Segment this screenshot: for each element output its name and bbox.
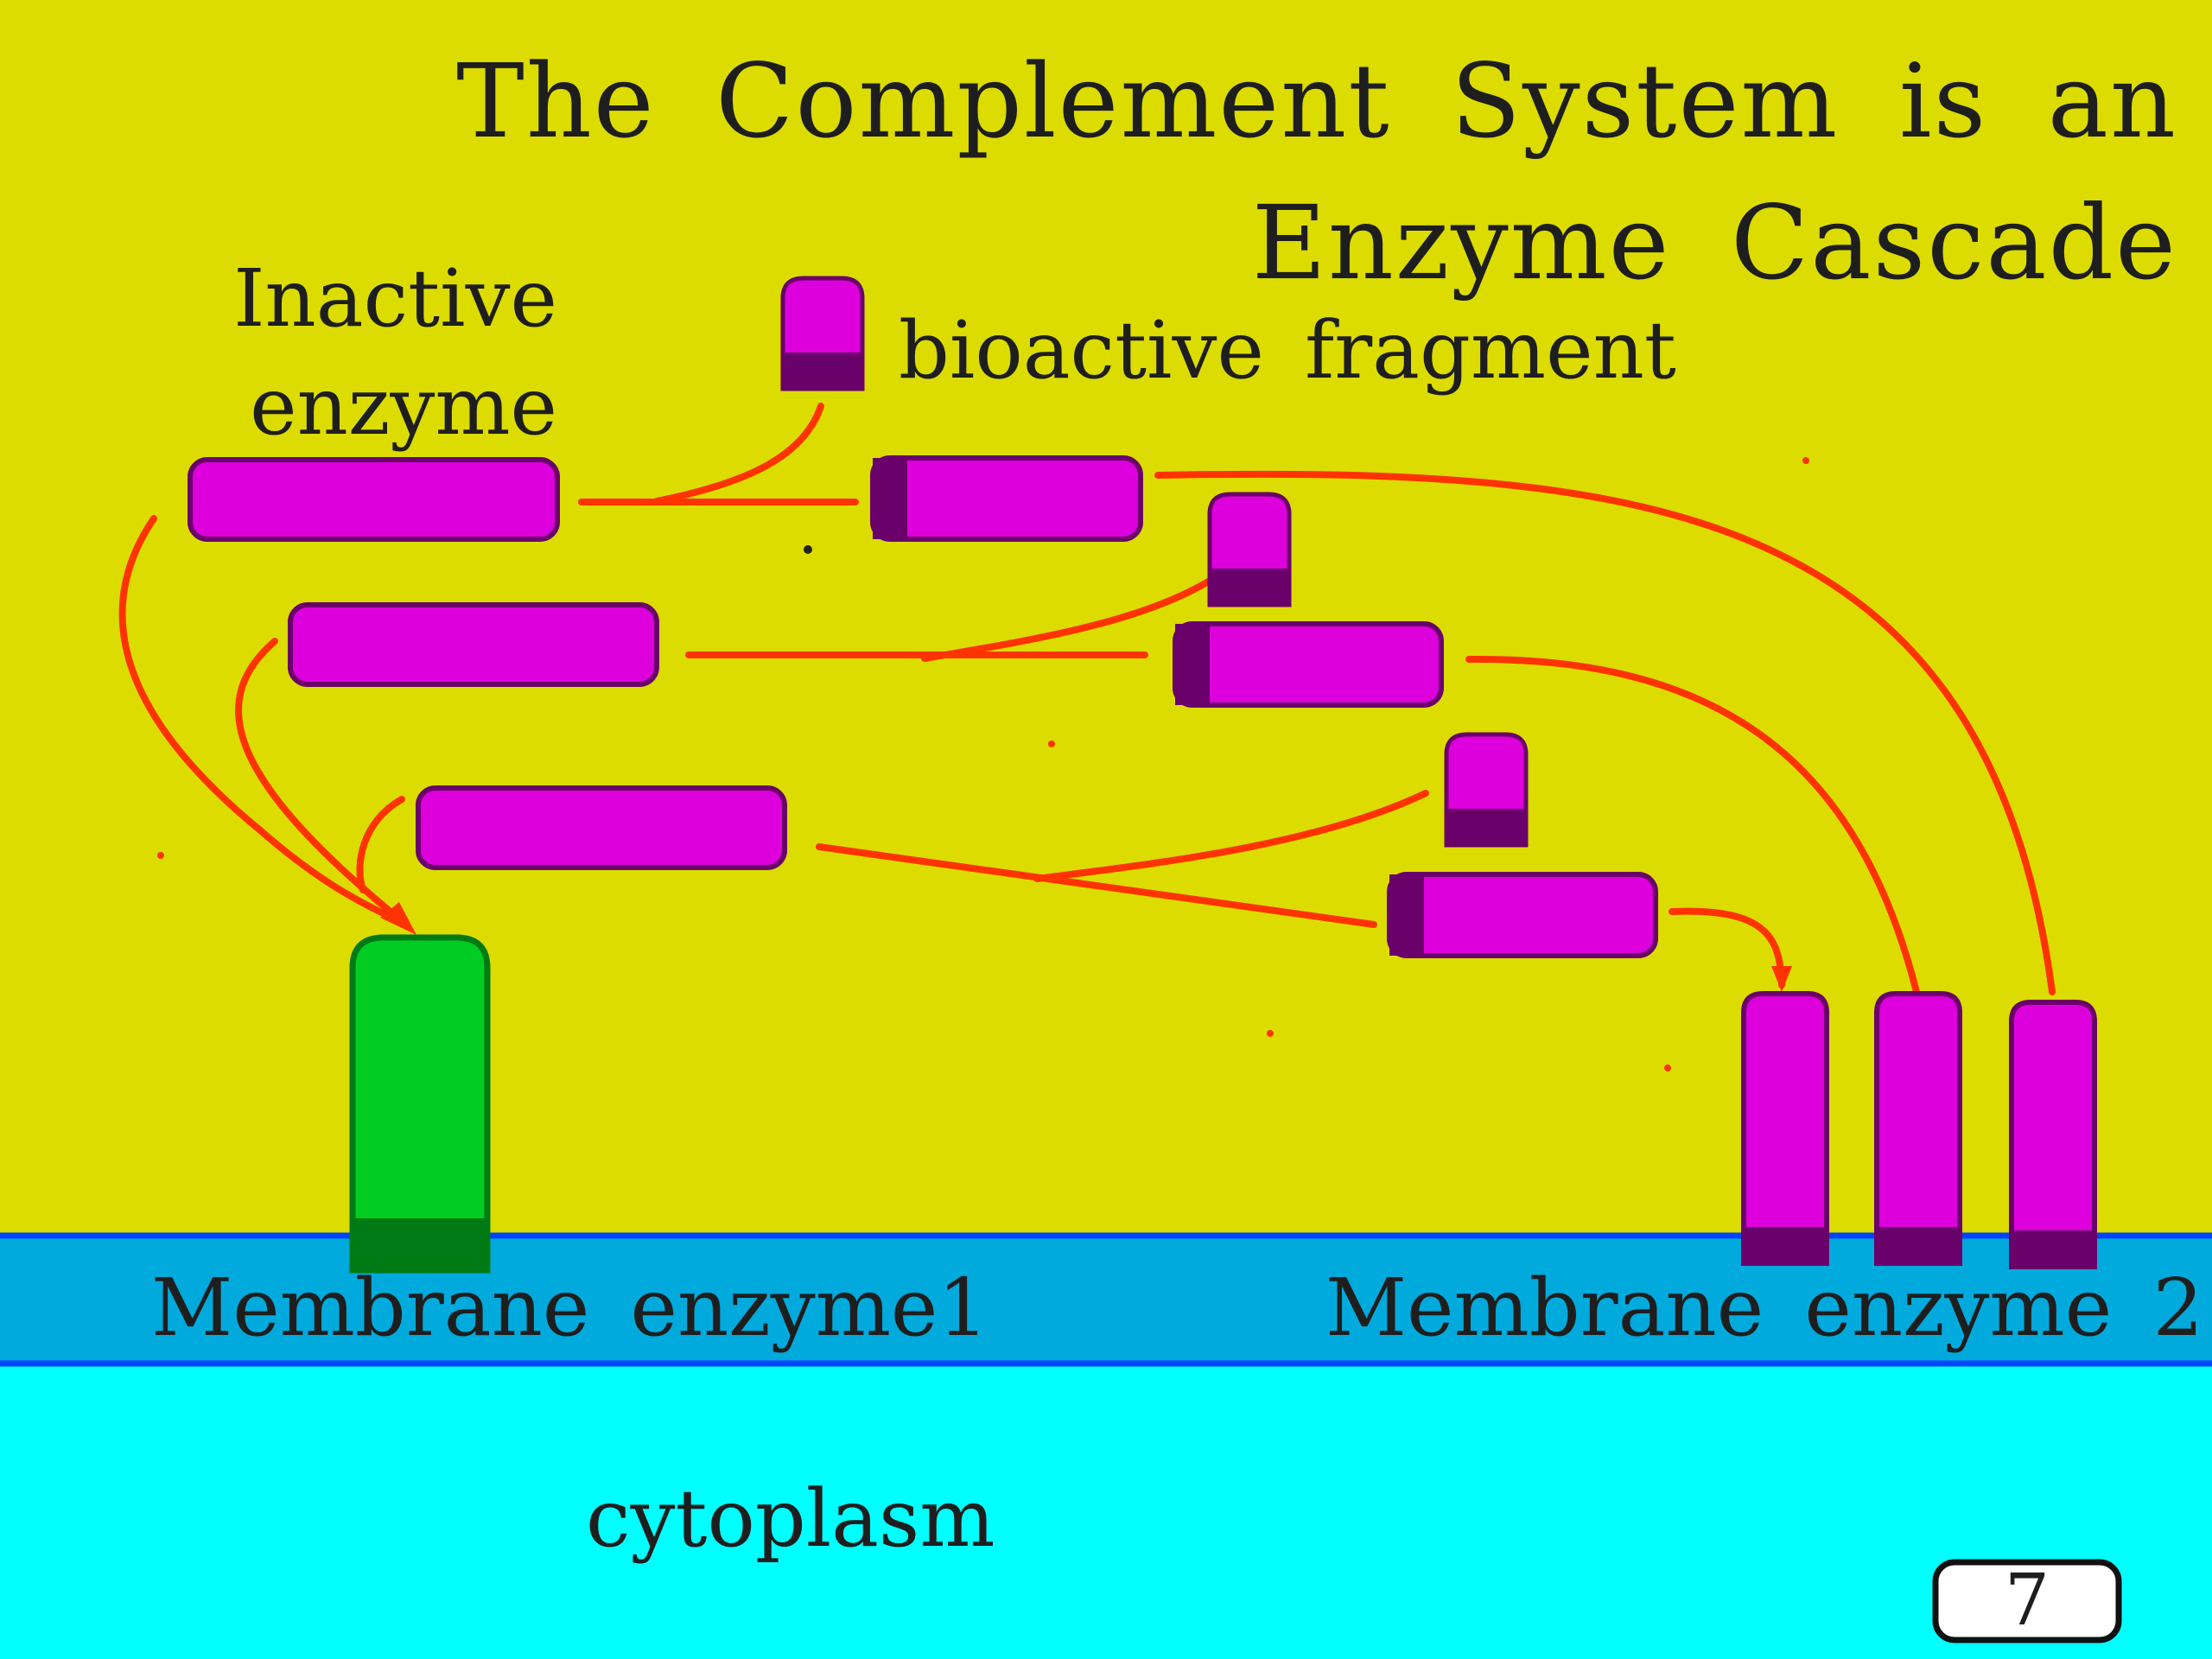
arrow-enzyme2-to-membrane (235, 638, 410, 928)
cytoplasm-region (0, 1365, 2212, 1659)
arrow-fragment3-release (1033, 790, 1429, 882)
membrane-enzyme-1-shape (349, 934, 491, 1274)
active-enzyme-2 (1173, 621, 1444, 708)
active-enzyme-3 (1387, 872, 1658, 958)
inactive-enzyme-2 (288, 602, 659, 687)
arrow-active1-to-membrane2 (1154, 470, 2056, 995)
title-line-2: Enzyme Cascade (1251, 183, 2177, 302)
inactive-enzyme-label-line-1: Inactive (233, 252, 557, 345)
page-number: 7 (2004, 1560, 2050, 1642)
title-line-1: The Complement System is an (456, 41, 2177, 161)
arrow-fragment1-release (653, 403, 824, 505)
arrow-enzyme3-to-membrane (356, 796, 405, 893)
arrow-fragment2-release (921, 577, 1213, 662)
membrane-enzyme-2-unit-1 (1741, 991, 1829, 1266)
arrowhead-membrane1 (380, 902, 416, 935)
arrow-active2-to-membrane2 (1465, 655, 1920, 995)
membrane-enzyme-2-unit-2 (1874, 991, 1962, 1266)
page-number-box (1932, 1559, 2122, 1643)
bioactive-fragment-1 (780, 276, 865, 391)
arrowhead-membrane2-a (1771, 966, 1792, 992)
cascade-arrows (118, 403, 2056, 995)
membrane-enzyme-2-unit-3 (2009, 1000, 2097, 1269)
bioactive-fragment-2 (1207, 492, 1292, 607)
inactive-enzyme-3 (416, 785, 787, 870)
membrane-enzyme2-label: Membrane enzyme 2 (1325, 1262, 2203, 1354)
inactive-enzyme-1 (188, 457, 560, 542)
arrowheads (380, 902, 1792, 992)
arrow-active3-to-membrane2 (1669, 907, 1785, 988)
membrane-enzyme1-label: Membrane enzyme1 (151, 1262, 988, 1354)
arrow-enzyme1-to-membrane (118, 515, 410, 928)
cytoplasm-label: cytoplasm (586, 1472, 995, 1565)
bioactive-fragment-3 (1444, 732, 1529, 848)
arrow-enzyme3-to-active3 (816, 843, 1377, 928)
active-enzyme-1 (870, 455, 1143, 542)
inactive-enzyme-label-line-2: enzyme (250, 360, 557, 453)
bioactive-fragment-label: bioactive fragment (899, 304, 1676, 397)
specks (157, 457, 1809, 1071)
